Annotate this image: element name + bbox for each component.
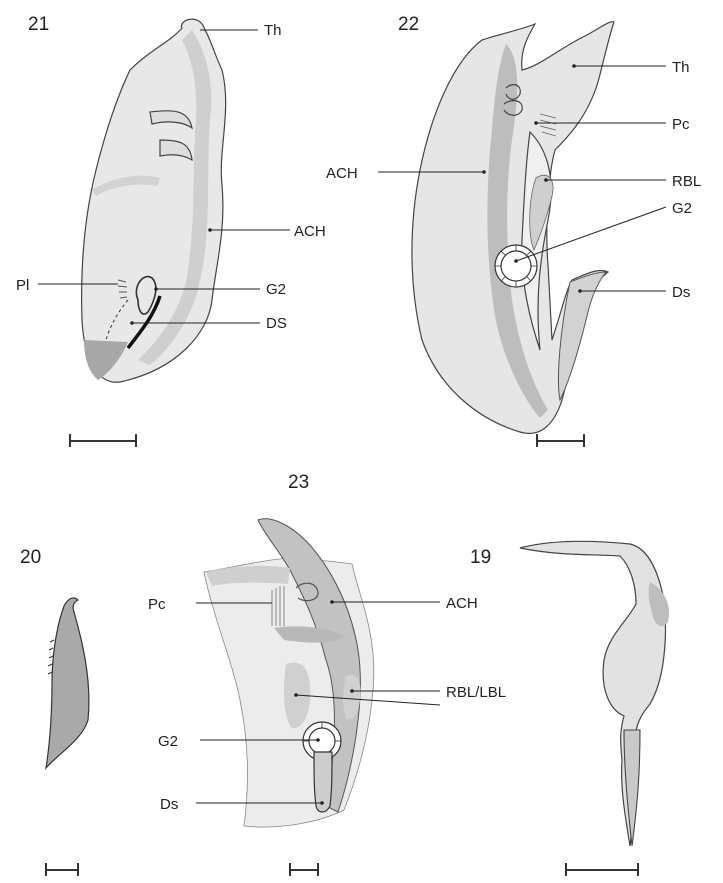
fig23-label-ds: Ds [160,796,178,813]
fig22-label-pc: Pc [672,116,690,133]
figure-number-21: 21 [28,14,49,35]
fig21-label-th: Th [264,22,282,39]
fig21-label-g2: G2 [266,281,286,298]
figure-21: 21 Th ACH Pl G2 [16,14,326,447]
figure-number-22: 22 [398,14,419,35]
fig22-label-th: Th [672,59,690,76]
fig23-label-rbl-lbl: RBL/LBL [446,684,506,701]
fig22-label-ds: Ds [672,284,690,301]
fig19-tail [624,730,640,846]
figure-22: 22 Th Pc [326,14,701,447]
fig23-label-g2: G2 [158,733,178,750]
fig23-label-ach: ACH [446,595,478,612]
fig21-label-ach: ACH [294,223,326,240]
fig23-label-pc: Pc [148,596,166,613]
figure-number-20: 20 [20,547,41,568]
fig20-body [46,598,89,768]
figure-number-23: 23 [288,472,309,493]
figure-number-19: 19 [470,547,491,568]
figure-23: 23 Pc ACH [148,472,506,876]
fig22-label-rbl: RBL [672,173,701,190]
fig21-scale-bar [70,434,136,447]
fig22-label-ach: ACH [326,165,358,182]
fig19-body [520,541,665,846]
fig22-label-g2: G2 [672,200,692,217]
figure-19: 19 [470,541,669,876]
figure-20: 20 [20,547,89,876]
fig20-scale-bar [46,863,78,876]
fig23-scale-bar [290,863,318,876]
fig22-scale-bar [537,434,584,447]
fig19-scale-bar [566,863,638,876]
fig21-label-pl: Pl [16,277,29,294]
fig21-label-ds: DS [266,315,287,332]
